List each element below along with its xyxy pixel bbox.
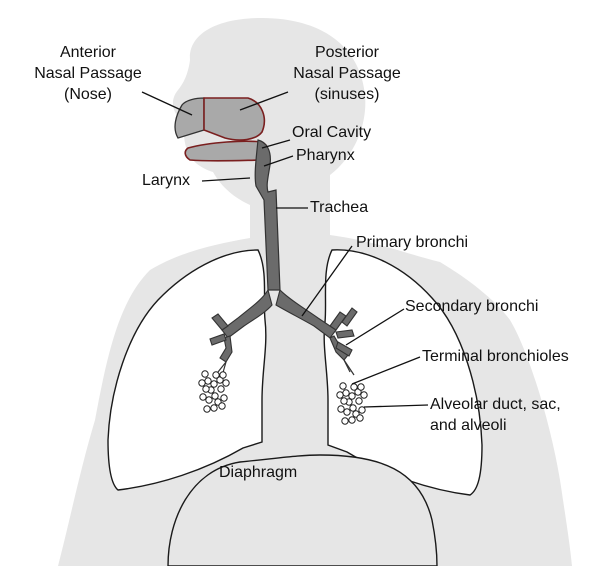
alveolus (220, 372, 226, 378)
anterior-nasal-line-3: (Nose) (33, 84, 143, 105)
alveolus (219, 403, 225, 409)
terminal-bronchioles-label: Terminal bronchioles (422, 346, 569, 367)
anterior-nasal-line-1: Anterior (33, 42, 143, 63)
alveolus (342, 418, 348, 424)
alveolus (340, 383, 346, 389)
posterior-nasal-line-3: (sinuses) (282, 84, 412, 105)
alveolus (205, 378, 211, 384)
alveolus (211, 381, 217, 387)
secondary-bronchi-label: Secondary bronchi (405, 296, 538, 317)
alveolus (200, 394, 206, 400)
alveolus (351, 384, 357, 390)
anterior-nasal-line-2: Nasal Passage (33, 63, 143, 84)
alveolus (212, 393, 218, 399)
alveolus (223, 380, 229, 386)
alveolus (221, 395, 227, 401)
alveolus (361, 392, 367, 398)
alveolus (356, 398, 362, 404)
alveolus (218, 386, 224, 392)
alveolus (204, 406, 210, 412)
alveolus (341, 398, 347, 404)
alveolus (206, 397, 212, 403)
trachea-label: Trachea (310, 197, 368, 218)
posterior-nasal-line-2: Nasal Passage (282, 63, 412, 84)
alveolus (344, 409, 350, 415)
posterior-nasal-line-1: Posterior (282, 42, 412, 63)
alveolus (343, 390, 349, 396)
alveolus (358, 384, 364, 390)
larynx-label: Larynx (142, 170, 190, 191)
primary-bronchi-label: Primary bronchi (356, 232, 468, 253)
anterior-nasal-passage-label: Anterior Nasal Passage (Nose) (33, 42, 143, 105)
diaphragm-label: Diaphragm (219, 462, 297, 483)
alveolus (338, 406, 344, 412)
alveolus (357, 415, 363, 421)
alveolus (359, 407, 365, 413)
alveolus (199, 380, 205, 386)
alveolus (203, 386, 209, 392)
alveolus (211, 405, 217, 411)
alveolus (350, 405, 356, 411)
alveolus (337, 392, 343, 398)
alveolar-line-1: Alveolar duct, sac, (430, 394, 561, 415)
oral-cavity-label: Oral Cavity (292, 122, 371, 143)
alveolus (213, 372, 219, 378)
alveolar-line-2: and alveoli (430, 415, 561, 436)
alveolar-label: Alveolar duct, sac, and alveoli (430, 394, 561, 436)
alveolus (202, 371, 208, 377)
pharynx-label: Pharynx (296, 145, 355, 166)
alveolus (349, 417, 355, 423)
posterior-nasal-passage-label: Posterior Nasal Passage (sinuses) (282, 42, 412, 105)
alveolus (349, 393, 355, 399)
